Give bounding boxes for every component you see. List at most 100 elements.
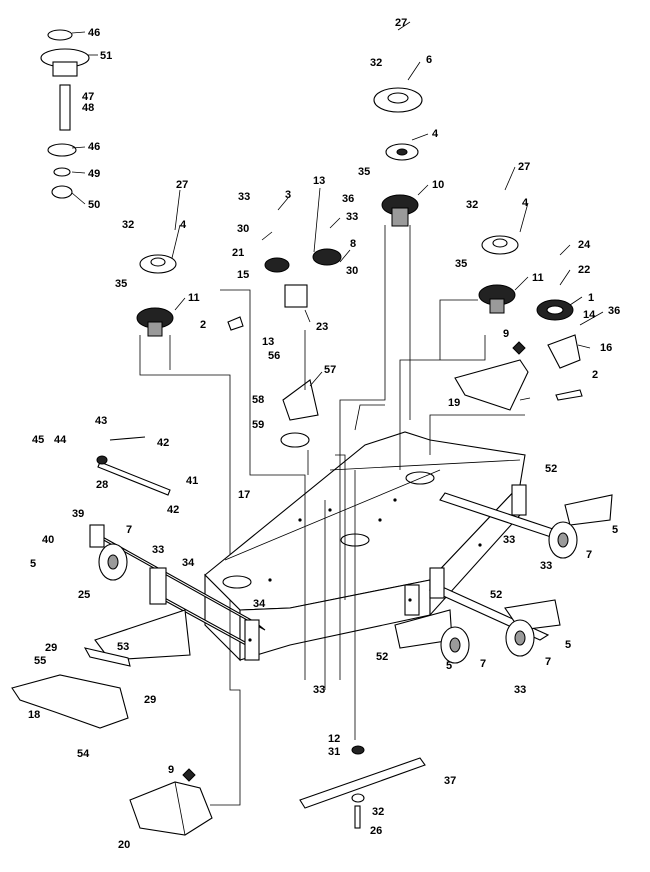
- pulley-spindle-parts: [40, 29, 583, 829]
- callout-2: 2: [200, 319, 206, 331]
- callout-33: 33: [514, 684, 526, 696]
- callout-28: 28: [96, 479, 108, 491]
- callout-29: 29: [144, 694, 156, 706]
- callout-9: 9: [168, 764, 174, 776]
- belt-guard-19: [454, 359, 529, 411]
- callout-55: 55: [34, 655, 46, 667]
- callout-13: 13: [262, 336, 274, 348]
- callout-16: 16: [600, 342, 612, 354]
- callout-33: 33: [540, 560, 552, 572]
- callout-33: 33: [238, 191, 250, 203]
- callout-48: 48: [82, 102, 94, 114]
- callout-20: 20: [118, 839, 130, 851]
- callout-23: 23: [316, 321, 328, 333]
- callout-33: 33: [152, 544, 164, 556]
- callout-12: 12: [328, 733, 340, 745]
- callout-4: 4: [180, 219, 187, 231]
- callout-52: 52: [545, 463, 557, 475]
- callout-42: 42: [167, 504, 179, 516]
- callout-31: 31: [328, 746, 340, 758]
- mower-deck-housing: [89, 431, 566, 662]
- callout-27: 27: [395, 17, 407, 29]
- callout-44: 44: [54, 434, 67, 446]
- discharge-chute: [11, 674, 129, 729]
- callout-5: 5: [446, 660, 452, 672]
- callout-10: 10: [432, 179, 444, 191]
- deck-holes: [248, 498, 482, 642]
- callout-52: 52: [376, 651, 388, 663]
- callout-45: 45: [32, 434, 44, 446]
- callout-42: 42: [157, 437, 169, 449]
- callout-5: 5: [30, 558, 36, 570]
- callout-35: 35: [115, 278, 127, 290]
- callout-15: 15: [237, 269, 249, 281]
- callout-39: 39: [72, 508, 84, 520]
- callout-33: 33: [503, 534, 515, 546]
- callout-30: 30: [346, 265, 358, 277]
- callout-13: 13: [313, 175, 325, 187]
- belt-guard-5-right: [564, 494, 613, 526]
- callout-33: 33: [346, 211, 358, 223]
- callout-32: 32: [370, 57, 382, 69]
- callout-32: 32: [466, 199, 478, 211]
- callout-4: 4: [522, 197, 529, 209]
- callout-26: 26: [370, 825, 382, 837]
- callout-56: 56: [268, 350, 280, 362]
- callout-51: 51: [100, 50, 112, 62]
- callout-7: 7: [126, 524, 132, 536]
- callout-43: 43: [95, 415, 107, 427]
- callout-54: 54: [77, 748, 90, 760]
- callout-11: 11: [188, 292, 200, 304]
- callout-11: 11: [532, 272, 544, 284]
- callout-35: 35: [455, 258, 467, 270]
- callout-27: 27: [176, 179, 188, 191]
- callout-36: 36: [342, 193, 354, 205]
- callout-52: 52: [490, 589, 502, 601]
- callout-7: 7: [545, 656, 551, 668]
- callout-34: 34: [253, 598, 266, 610]
- callout-24: 24: [578, 239, 591, 251]
- callout-7: 7: [586, 549, 592, 561]
- callout-6: 6: [426, 54, 432, 66]
- callout-37: 37: [444, 775, 456, 787]
- callout-25: 25: [78, 589, 90, 601]
- callout-33: 33: [313, 684, 325, 696]
- callout-21: 21: [232, 247, 244, 259]
- callout-40: 40: [42, 534, 54, 546]
- callout-30: 30: [237, 223, 249, 235]
- callout-18: 18: [28, 709, 40, 721]
- callout-57: 57: [324, 364, 336, 376]
- callout-46: 46: [88, 27, 100, 39]
- deflector-20: [129, 781, 213, 836]
- callout-47: 47: [82, 91, 94, 103]
- callout-4: 4: [432, 128, 439, 140]
- callout-49: 49: [88, 168, 100, 180]
- callout-34: 34: [182, 557, 195, 569]
- callout-19: 19: [448, 397, 460, 409]
- callout-17: 17: [238, 489, 250, 501]
- callout-2: 2: [592, 369, 598, 381]
- callout-46: 46: [88, 141, 100, 153]
- callout-36: 36: [608, 305, 620, 317]
- callout-14: 14: [583, 309, 596, 321]
- callout-50: 50: [88, 199, 100, 211]
- callout-29: 29: [45, 642, 57, 654]
- callout-5: 5: [565, 639, 571, 651]
- callout-59: 59: [252, 419, 264, 431]
- callout-41: 41: [186, 475, 198, 487]
- callout-22: 22: [578, 264, 590, 276]
- callout-32: 32: [122, 219, 134, 231]
- callout-27: 27: [518, 161, 530, 173]
- belt-routing-lines: [139, 225, 525, 806]
- belt-guard-5-left: [94, 609, 191, 661]
- callout-35: 35: [358, 166, 370, 178]
- callout-7: 7: [480, 658, 486, 670]
- callout-53: 53: [117, 641, 129, 653]
- callout-1: 1: [588, 292, 594, 304]
- callout-58: 58: [252, 394, 264, 406]
- callout-8: 8: [350, 238, 356, 250]
- leader-lines: [71, 21, 604, 401]
